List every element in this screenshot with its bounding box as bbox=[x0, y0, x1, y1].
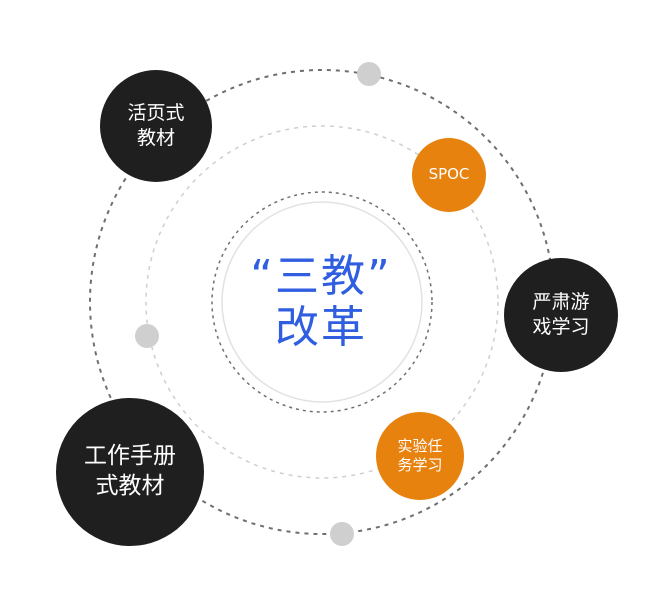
node-gongzuo-line1: 工作手册 bbox=[84, 443, 176, 470]
node-gongzuo-line2: 式教材 bbox=[95, 473, 165, 499]
node-huoyeshi-line2: 教材 bbox=[136, 127, 175, 149]
node-gongzuo-shouce: 工作手册 式教材 bbox=[56, 398, 204, 546]
middle-ring bbox=[145, 125, 499, 479]
node-yansu-line2: 戏学习 bbox=[532, 316, 590, 338]
node-spoc-line1: SPOC bbox=[428, 165, 470, 184]
node-huoyeshi-jiaocai: 活页式 教材 bbox=[100, 70, 212, 182]
node-yansu-line1: 严肃游 bbox=[532, 291, 590, 314]
inner-ring-dashed bbox=[211, 191, 433, 413]
node-yansu-youxi: 严肃游 戏学习 bbox=[504, 258, 618, 372]
center-title-line2: 改革 bbox=[275, 302, 367, 353]
ring-dot-bottom bbox=[330, 522, 354, 546]
ring-dot-left bbox=[135, 324, 159, 348]
node-shiyan-renwu: 实验任 务学习 bbox=[376, 412, 464, 500]
center-title: “三教” 改革 bbox=[206, 238, 436, 368]
node-spoc: SPOC bbox=[412, 138, 486, 212]
center-title-line1: “三教” bbox=[250, 251, 392, 303]
node-huoyeshi-line1: 活页式 bbox=[127, 102, 185, 125]
ring-dot-top bbox=[357, 62, 381, 86]
node-shiyan-line2: 务学习 bbox=[397, 456, 443, 474]
node-shiyan-line1: 实验任 bbox=[397, 436, 443, 455]
inner-ring-solid bbox=[221, 201, 423, 403]
